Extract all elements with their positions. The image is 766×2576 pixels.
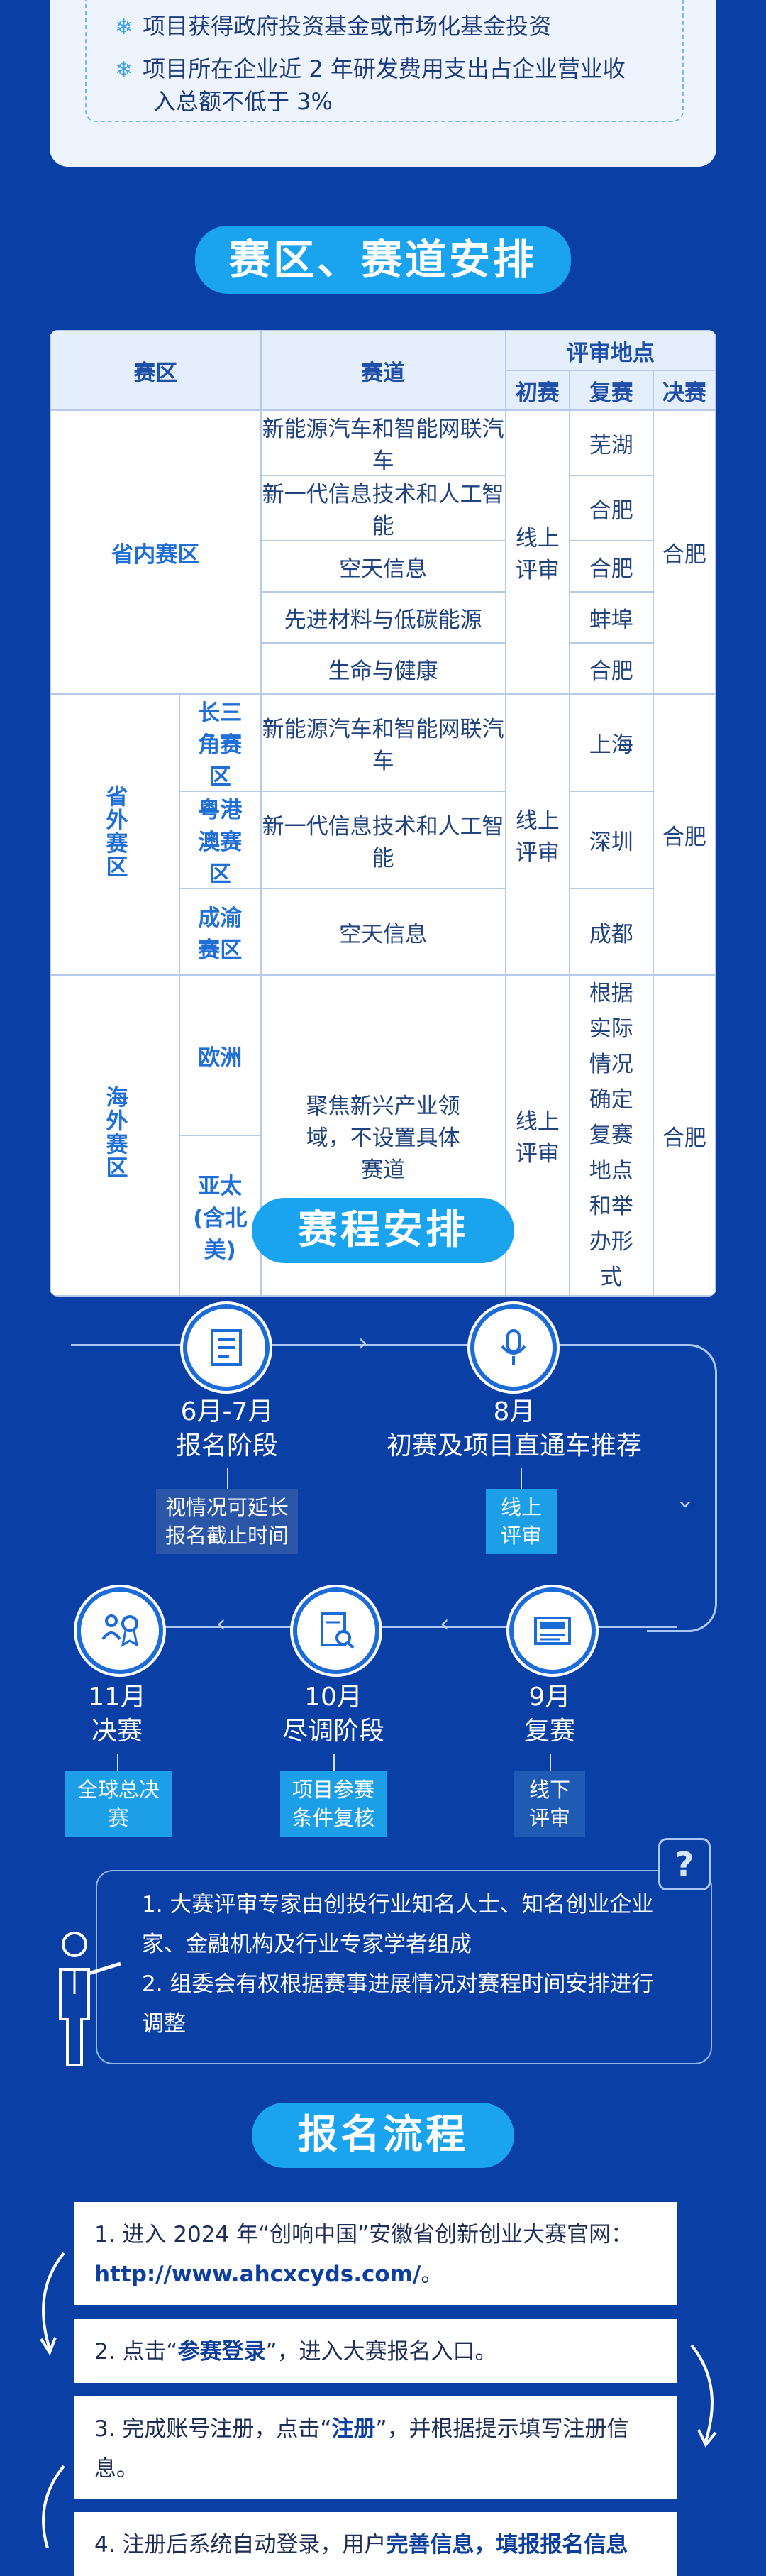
- flow-curve-left: [42, 2465, 65, 2548]
- registration-step-2: 2. 点击“参赛登录”，进入大赛报名入口。: [74, 2319, 677, 2383]
- tag-connector: [521, 1468, 522, 1490]
- document-list-icon: [183, 1304, 270, 1391]
- zone-out-province: 省外赛区: [50, 693, 180, 976]
- header-semifinal: 复赛: [568, 370, 654, 411]
- preliminary-cell: 线上评审: [504, 693, 570, 976]
- semifinal-cell: 根据实际情况确定复赛地点和举办形式: [568, 974, 654, 1297]
- stage-5: 11月决赛: [88, 1683, 146, 1746]
- preliminary-cell: 线上评审: [504, 974, 570, 1297]
- registration-step-3: 3. 完成账号注册，点击“注册”，并根据提示填写注册信息。: [74, 2396, 677, 2499]
- stage-5-tag: 全球总决赛: [65, 1771, 172, 1837]
- header-preliminary: 初赛: [504, 370, 570, 411]
- requirement-item-continued: 入总额不低于 3%: [153, 88, 333, 115]
- login-entry-label: 参赛登录: [177, 2339, 266, 2365]
- stage-2-tag: 线上评审: [486, 1489, 557, 1554]
- question-icon: ?: [658, 1838, 711, 1890]
- schedule-title: 赛程安排: [252, 1198, 514, 1263]
- flow-curve-right: [690, 2344, 717, 2448]
- header-zone: 赛区: [50, 330, 262, 411]
- arrow-left-icon: ‹: [216, 1609, 226, 1638]
- semifinal-cell: 合肥: [568, 642, 654, 695]
- semifinal-cell: 合肥: [568, 475, 654, 541]
- tag-connector: [550, 1754, 551, 1773]
- snowflake-icon: ❄: [115, 15, 133, 40]
- notes-box: [96, 1870, 712, 2064]
- preliminary-cell: 线上评审: [504, 409, 570, 695]
- semifinal-cell: 深圳: [568, 791, 654, 889]
- track-cell: 新一代信息技术和人工智能: [260, 791, 506, 889]
- subzone-cell: 粤港澳赛区: [179, 791, 262, 889]
- zone-in-province: 省内赛区: [50, 409, 262, 695]
- flow-curve-left: [40, 2252, 65, 2356]
- zones-table: 赛区 赛道 评审地点 初赛 复赛 决赛 省内赛区 新能源汽车和智能网联汽车 线上…: [50, 330, 716, 1297]
- arrow-left-icon: ‹: [440, 1609, 450, 1638]
- official-site-link[interactable]: http://www.ahcxcyds.com/: [94, 2262, 421, 2287]
- stage-3: 9月复赛: [523, 1683, 575, 1746]
- stage-1: 6月-7月报名阶段: [175, 1397, 278, 1460]
- note-1: 1. 大赛评审专家由创投行业知名人士、知名创业企业家、金融机构及行业专家学者组成: [142, 1892, 654, 1957]
- semifinal-cell: 成都: [568, 888, 654, 976]
- stage-3-tag: 线下评审: [514, 1771, 585, 1837]
- header-venue: 评审地点: [504, 330, 716, 371]
- tag-connector: [117, 1754, 118, 1773]
- track-cell: 空天信息: [260, 888, 506, 976]
- final-cell: 合肥: [652, 974, 716, 1297]
- register-label: 注册: [331, 2416, 376, 2442]
- track-cell: 空天信息: [260, 540, 506, 593]
- semifinal-cell: 芜湖: [568, 409, 654, 476]
- microphone-icon: [470, 1304, 557, 1391]
- timeline-line: [71, 1344, 649, 1346]
- semifinal-cell: 上海: [568, 693, 654, 792]
- registration-title: 报名流程: [252, 2103, 514, 2168]
- stage-2: 8月初赛及项目直通车推荐: [386, 1397, 642, 1460]
- arrow-right-icon: ›: [358, 1328, 368, 1357]
- track-cell: 新能源汽车和智能网联汽车: [260, 409, 506, 476]
- tag-connector: [227, 1468, 228, 1490]
- registration-step-1: 1. 进入 2024 年“创响中国”安徽省创新创业大赛官网： http://ww…: [74, 2202, 677, 2305]
- final-cell: 合肥: [652, 409, 716, 695]
- track-cell: 新一代信息技术和人工智能: [260, 475, 506, 541]
- requirements-card: ❄项目获得政府投资基金或市场化基金投资 ❄项目所在企业近 2 年研发费用支出占企…: [50, 0, 716, 167]
- track-cell: 先进材料与低碳能源: [260, 591, 506, 644]
- requirement-item: ❄项目获得政府投资基金或市场化基金投资: [115, 13, 552, 40]
- track-cell: 新能源汽车和智能网联汽车: [260, 693, 506, 792]
- subzone-cell: 成渝赛区: [179, 888, 262, 976]
- registration-step-4: 4. 注册后系统自动登录，用户完善信息，填报报名信息: [74, 2512, 677, 2576]
- semifinal-cell: 蚌埠: [568, 591, 654, 644]
- snowflake-icon: ❄: [115, 57, 133, 82]
- search-document-icon: [293, 1587, 379, 1674]
- arrow-down-icon: ›: [671, 1499, 700, 1509]
- timeline-curve: [647, 1344, 717, 1632]
- subzone-cell: 长三角赛区: [179, 693, 262, 792]
- header-final: 决赛: [652, 370, 716, 411]
- requirements-frame: ❄项目获得政府投资基金或市场化基金投资 ❄项目所在企业近 2 年研发费用支出占企…: [85, 0, 684, 122]
- note-2: 2. 组委会有权根据赛事进展情况对赛程时间安排进行调整: [142, 1971, 654, 2037]
- semifinal-cell: 合肥: [568, 540, 654, 593]
- requirement-item: ❄项目所在企业近 2 年研发费用支出占企业营业收: [115, 55, 626, 82]
- zone-overseas: 海外赛区: [50, 974, 180, 1297]
- stage-4-tag: 项目参赛条件复核: [280, 1771, 387, 1837]
- stage-4: 10月尽调阶段: [282, 1683, 384, 1746]
- stage-1-tag: 视情况可延长报名截止时间: [156, 1489, 298, 1554]
- final-cell: 合肥: [652, 693, 716, 976]
- timeline-line: [113, 1626, 677, 1628]
- header-track: 赛道: [260, 330, 506, 411]
- award-people-icon: [77, 1587, 163, 1674]
- zones-title: 赛区、赛道安排: [195, 226, 571, 294]
- news-icon: [509, 1587, 596, 1674]
- track-cell: 生命与健康: [260, 642, 506, 695]
- presenter-icon: [59, 1932, 121, 2066]
- subzone-cell: 亚太(含北美): [179, 1135, 262, 1297]
- tag-connector: [333, 1754, 335, 1773]
- subzone-cell: 欧洲: [179, 974, 262, 1136]
